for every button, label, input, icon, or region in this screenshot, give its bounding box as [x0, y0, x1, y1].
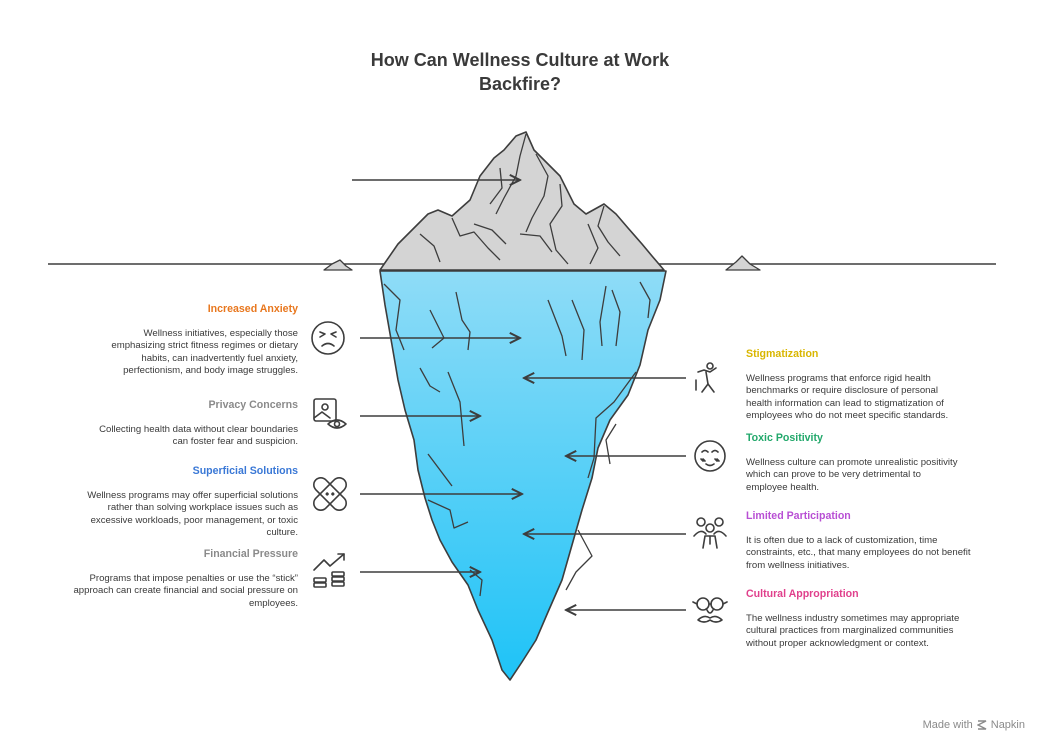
napkin-logo-icon: [976, 720, 987, 730]
iceberg-underwater: [379, 270, 667, 681]
heading-superficial-solutions: Superficial Solutions: [192, 465, 298, 477]
heading-increased-anxiety: Increased Anxiety: [207, 303, 298, 315]
desc-privacy-concerns: Collecting health data without clear bou…: [99, 423, 298, 448]
title-line-1: How Can Wellness Culture at Work: [370, 50, 670, 70]
heading-privacy-concerns: Privacy Concerns: [208, 399, 298, 411]
desc-financial-pressure: Programs that impose penalties or use th…: [73, 572, 298, 609]
heading-cultural-appropriation: Cultural Appropriation: [746, 588, 859, 600]
made-with-label: Made with: [922, 719, 973, 731]
heading-financial-pressure: Financial Pressure: [203, 548, 298, 560]
item-privacy-concerns: Privacy Concerns Collecting health data …: [38, 399, 298, 449]
iceberg-tip: [379, 131, 665, 271]
desc-toxic-positivity: Wellness culture can promote unrealistic…: [746, 456, 958, 493]
item-stigmatization: Stigmatization Wellness programs that en…: [746, 348, 1016, 423]
item-increased-anxiety: Increased Anxiety Wellness initiatives, …: [38, 303, 298, 378]
stressed-face-icon: [311, 321, 345, 355]
desc-increased-anxiety: Wellness initiatives, especially those e…: [111, 327, 298, 377]
item-superficial-solutions: Superficial Solutions Wellness programs …: [38, 465, 298, 540]
desc-cultural-appropriation: The wellness industry sometimes may appr…: [746, 612, 960, 649]
arrows: [352, 180, 686, 610]
desc-stigmatization: Wellness programs that enforce rigid hea…: [746, 372, 949, 422]
ice-chunk-left: [323, 259, 353, 271]
footer-credit[interactable]: Made with Napkin: [923, 719, 1025, 731]
napkin-brand: Napkin: [990, 719, 1025, 731]
bandage-icon: [313, 477, 347, 511]
desc-limited-participation: It is often due to a lack of customizati…: [746, 534, 971, 571]
ice-chunk-right: [725, 255, 761, 271]
heading-stigmatization: Stigmatization: [746, 348, 819, 360]
sad-smile-face-icon: [694, 440, 726, 472]
title-line-2: Backfire?: [478, 74, 562, 94]
desc-superficial-solutions: Wellness programs may offer superficial …: [87, 489, 298, 539]
iceberg-cracks: [383, 281, 651, 597]
item-limited-participation: Limited Participation It is often due to…: [746, 510, 1016, 572]
disguise-mask-icon: [692, 597, 728, 623]
item-toxic-positivity: Toxic Positivity Wellness culture can pr…: [746, 432, 1016, 494]
money-growth-icon: [313, 553, 345, 588]
item-cultural-appropriation: Cultural Appropriation The wellness indu…: [746, 588, 1016, 650]
heading-limited-participation: Limited Participation: [746, 510, 851, 522]
group-people-icon: [693, 517, 727, 549]
page-title: How Can Wellness Culture at Work Backfir…: [300, 48, 740, 96]
item-financial-pressure: Financial Pressure Programs that impose …: [38, 548, 298, 610]
heading-toxic-positivity: Toxic Positivity: [746, 432, 823, 444]
photo-eye-icon: [313, 398, 347, 429]
person-falling-icon: [695, 362, 717, 393]
